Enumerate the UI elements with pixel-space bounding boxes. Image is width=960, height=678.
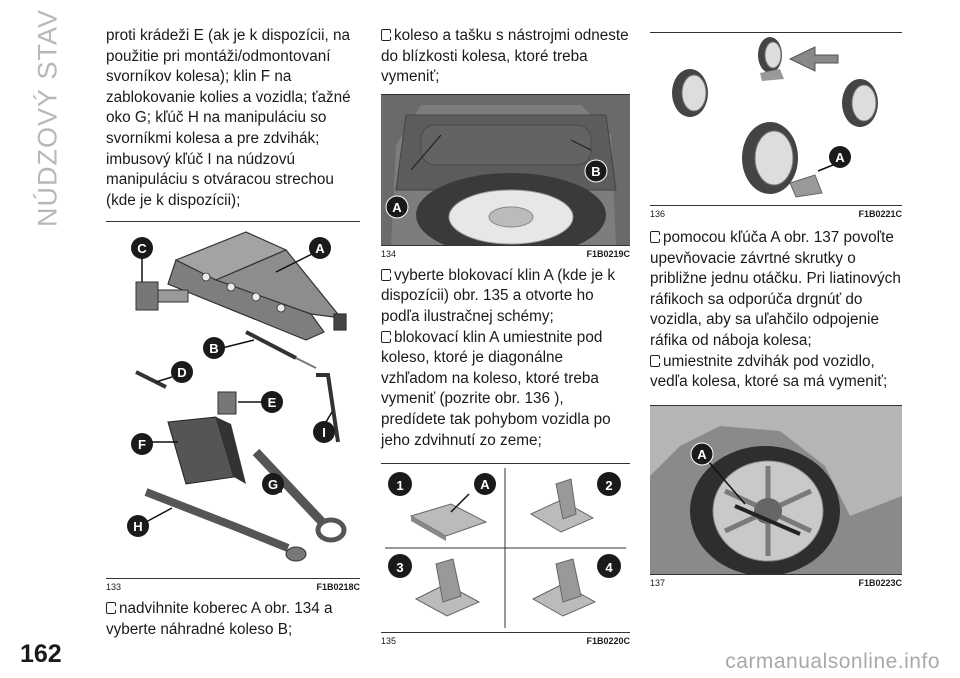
column-1: proti krádeži E (ak je k dispozícii, na …	[106, 26, 360, 641]
bullet-icon	[381, 29, 391, 41]
figure-135-caption: 135 F1B0220C	[381, 633, 630, 647]
figure-top-rule	[106, 221, 360, 223]
figure-136: A 136 F1B0221C	[650, 33, 902, 220]
label-H: H	[133, 519, 142, 534]
label-B: B	[591, 164, 600, 179]
label-1: 1	[396, 478, 403, 493]
label-A: A	[480, 477, 490, 492]
label-E: E	[268, 395, 277, 410]
figure-top-rule	[381, 93, 630, 95]
label-4: 4	[605, 560, 613, 575]
figure-137: A 137 F1B0223C	[650, 405, 902, 589]
figure-137-caption: 137 F1B0223C	[650, 575, 902, 589]
figure-number: 133	[106, 582, 122, 593]
figure-top-rule	[650, 404, 902, 406]
label-A: A	[835, 150, 845, 165]
wedge-unfolding-illustration: 1 A 2 3 4	[385, 468, 626, 629]
section-title-vertical: NÚDZOVÝ STAV	[18, 8, 78, 226]
bullet-icon	[650, 354, 660, 367]
page-number: 162	[20, 640, 62, 668]
column-3: A 136 F1B0221C pomocou kľúča A obr. 137 …	[650, 26, 902, 589]
bullet-icon	[381, 330, 391, 343]
figure-bottom-rule	[381, 244, 630, 246]
label-G: G	[268, 477, 278, 492]
section-title: NÚDZOVÝ STAV	[32, 8, 63, 227]
wrench-on-wheel-illustration: A	[650, 405, 902, 574]
bullet-loosen-bolts: pomocou kľúča A obr. 137 povoľte upevňov…	[650, 229, 901, 349]
figure-133-labels: A B C D E F G H I	[127, 237, 335, 538]
figure-code: F1B0218C	[316, 582, 360, 593]
tool-kit-illustration: A B C D E F G H I	[127, 231, 347, 562]
spare-wheel-illustration: A B	[381, 94, 630, 245]
figure-number: 134	[381, 248, 397, 259]
figure-134-labels: A B	[385, 159, 608, 219]
figure-number: 135	[381, 636, 397, 647]
bullet-icon	[106, 602, 116, 615]
bullet-icon	[381, 268, 391, 281]
bullet-position-jack: umiestnite zdvihák pod vozidlo, vedľa ko…	[650, 352, 888, 391]
figure-bottom-rule	[650, 205, 902, 206]
wheel-diagonal-illustration: A	[672, 37, 878, 198]
bullet-lift-carpet: nadvihnite koberec A obr. 134 a vyberte …	[106, 600, 333, 638]
label-A: A	[697, 447, 707, 462]
bullet-carry-wheel: koleso a tašku s nástrojmi odneste do bl…	[381, 27, 629, 86]
figure-number: 137	[650, 577, 666, 588]
figure-code: F1B0219C	[586, 248, 630, 259]
label-A: A	[392, 200, 402, 215]
watermark: carmanualsonline.info	[725, 650, 940, 673]
figure-134-caption: 134 F1B0219C	[381, 246, 630, 260]
figure-code: F1B0223C	[858, 577, 902, 588]
label-2: 2	[605, 478, 612, 493]
label-B: B	[209, 341, 218, 356]
figure-133: A B C D E F G H I 133 F1B0218C	[106, 222, 360, 594]
figure-bottom-rule	[106, 578, 360, 580]
figure-bottom-rule	[650, 573, 902, 575]
column-2: koleso a tašku s nástrojmi odneste do bl…	[381, 26, 630, 648]
figure-top-rule	[381, 463, 630, 465]
figure-135-labels: 1 A 2 3 4	[388, 472, 621, 579]
figure-code: F1B0220C	[586, 636, 630, 647]
label-C: C	[137, 241, 147, 256]
bullet-icon	[650, 231, 660, 243]
label-D: D	[177, 365, 186, 380]
figure-134: A B 134 F1B0219C	[381, 94, 630, 260]
figure-top-rule	[650, 32, 902, 33]
figure-135: 1 A 2 3 4 135 F1B0220C	[381, 464, 630, 648]
figure-code: F1B0221C	[858, 209, 902, 219]
intro-paragraph: proti krádeži E (ak je k dispozícii, na …	[106, 27, 351, 209]
bullet-place-wedge: blokovací klin A umiestnite pod koleso, …	[381, 328, 611, 449]
bullet-remove-wedge: vyberte blokovací klin A (kde je k dispo…	[381, 266, 616, 325]
label-3: 3	[396, 560, 403, 575]
figure-137-labels: A	[690, 442, 714, 466]
label-I: I	[322, 425, 326, 440]
figure-136-labels: A	[829, 146, 851, 168]
figure-133-caption: 133 F1B0218C	[106, 579, 360, 593]
label-F: F	[138, 437, 146, 452]
figure-136-caption: 136 F1B0221C	[650, 206, 902, 220]
label-A: A	[315, 241, 325, 256]
figure-number: 136	[650, 209, 666, 219]
figure-bottom-rule	[381, 632, 630, 634]
